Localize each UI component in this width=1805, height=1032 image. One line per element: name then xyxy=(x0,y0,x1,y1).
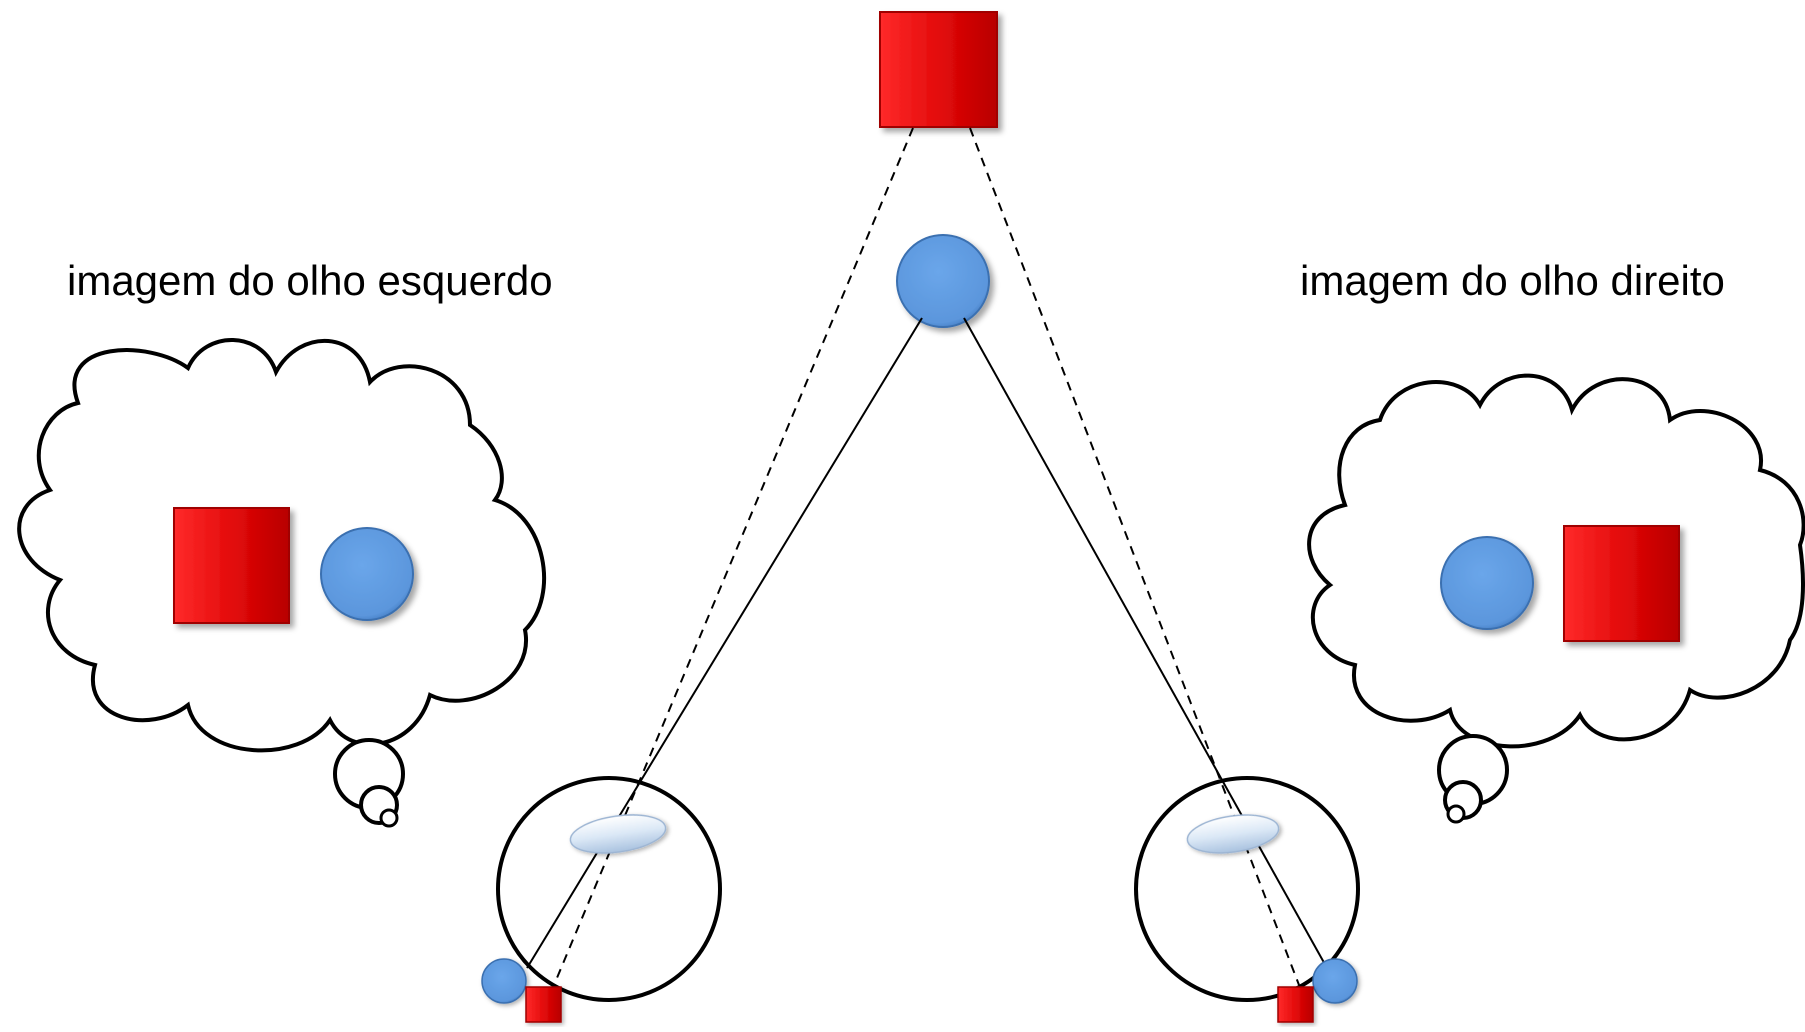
left-image-square xyxy=(173,507,290,624)
left-eye-image-label: imagem do olho esquerdo xyxy=(67,257,553,304)
left-eye-lens xyxy=(569,814,667,854)
world-circle xyxy=(896,234,990,328)
right-circle-ray xyxy=(963,317,1328,969)
left-image-circle xyxy=(320,527,414,621)
right-eye-lens xyxy=(1186,814,1280,854)
world-square xyxy=(879,11,998,128)
right-thought-cloud xyxy=(1307,373,1805,824)
right-square-ray xyxy=(969,127,1300,986)
right-eye xyxy=(1134,776,1360,1023)
right-thought-bubble-small xyxy=(1446,804,1466,824)
left-circle-ray xyxy=(526,317,923,969)
right-eye-image-label: imagem do olho direito xyxy=(1300,257,1725,304)
right-retina-square xyxy=(1277,986,1314,1023)
right-retina-circle xyxy=(1312,958,1358,1004)
left-square-ray xyxy=(553,127,914,986)
left-thought-bubble-small xyxy=(379,808,399,828)
right-image-square xyxy=(1563,525,1680,642)
left-retina-square xyxy=(525,986,562,1023)
left-eye xyxy=(481,776,722,1023)
right-image-circle xyxy=(1440,536,1534,630)
left-thought-cloud xyxy=(17,338,547,828)
left-retina-circle xyxy=(481,958,527,1004)
